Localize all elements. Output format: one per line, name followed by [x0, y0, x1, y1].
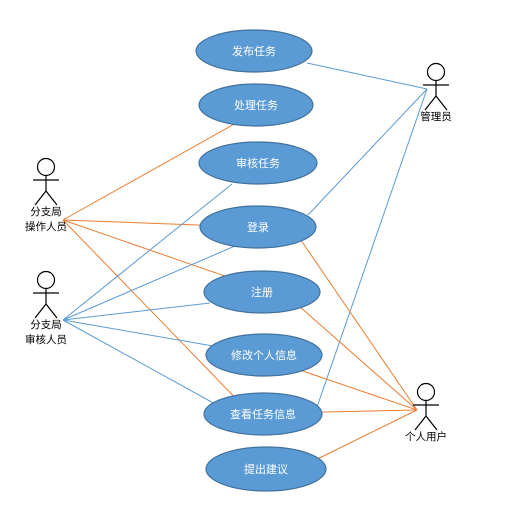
use-case-process: 处理任务: [198, 83, 314, 127]
use-case-ellipse: [203, 392, 323, 436]
use-case-label: 查看任务信息: [230, 407, 296, 421]
association-reviewer-edit: [62, 319, 214, 347]
use-case-review: 审核任务: [198, 141, 318, 185]
use-case-label: 审核任务: [236, 156, 280, 170]
use-case-ellipse: [203, 270, 321, 314]
association-personal-register: [290, 298, 418, 411]
use-case-label: 注册: [251, 285, 273, 299]
association-admin-login: [307, 88, 428, 216]
use-case-label: 提出建议: [244, 462, 288, 476]
use-case-view: 查看任务信息: [203, 392, 323, 436]
actor-label: 管理员: [420, 110, 452, 123]
use-case-ellipse: [198, 141, 318, 185]
use-case-ellipse: [195, 29, 313, 73]
actor-label: 操作人员: [25, 220, 67, 233]
use-case-ellipse: [199, 205, 317, 249]
use-case-login: 登录: [199, 205, 317, 249]
association-personal-login: [293, 229, 418, 411]
association-lines: [62, 62, 428, 471]
actor-label: 分支局: [30, 206, 62, 218]
use-case-suggest: 提出建议: [205, 446, 327, 492]
association-admin-publish: [306, 62, 428, 90]
stick-figure-icon: [33, 157, 59, 206]
actor-label: 个人用户: [405, 430, 447, 443]
use-case-ellipse: [205, 333, 323, 377]
association-reviewer-login: [62, 245, 236, 321]
association-reviewer-review: [62, 183, 233, 321]
use-case-edit: 修改个人信息: [205, 333, 323, 377]
use-case-label: 修改个人信息: [231, 348, 297, 362]
use-case-label: 发布任务: [232, 44, 276, 58]
actor-admin: 管理员: [420, 62, 452, 123]
stick-figure-icon: [423, 62, 449, 111]
stick-figure-icon: [413, 382, 439, 431]
association-personal-edit: [287, 365, 418, 411]
use-case-ellipse: [205, 446, 327, 492]
use-case-publish: 发布任务: [195, 29, 313, 73]
stick-figure-icon: [33, 270, 59, 319]
use-case-label: 登录: [247, 220, 269, 234]
use-case-label: 处理任务: [234, 99, 278, 112]
association-reviewer-view: [62, 319, 227, 411]
association-reviewer-register: [62, 302, 211, 321]
association-operator-view: [62, 219, 248, 411]
actor-label: 审核人员: [25, 333, 67, 346]
actor-personal: 个人用户: [405, 382, 447, 443]
association-admin-view: [316, 88, 428, 408]
actor-label: 分支局: [30, 319, 62, 331]
association-operator-process: [62, 112, 255, 221]
use-case-ellipse: [198, 83, 314, 127]
use-case-register: 注册: [203, 270, 321, 314]
